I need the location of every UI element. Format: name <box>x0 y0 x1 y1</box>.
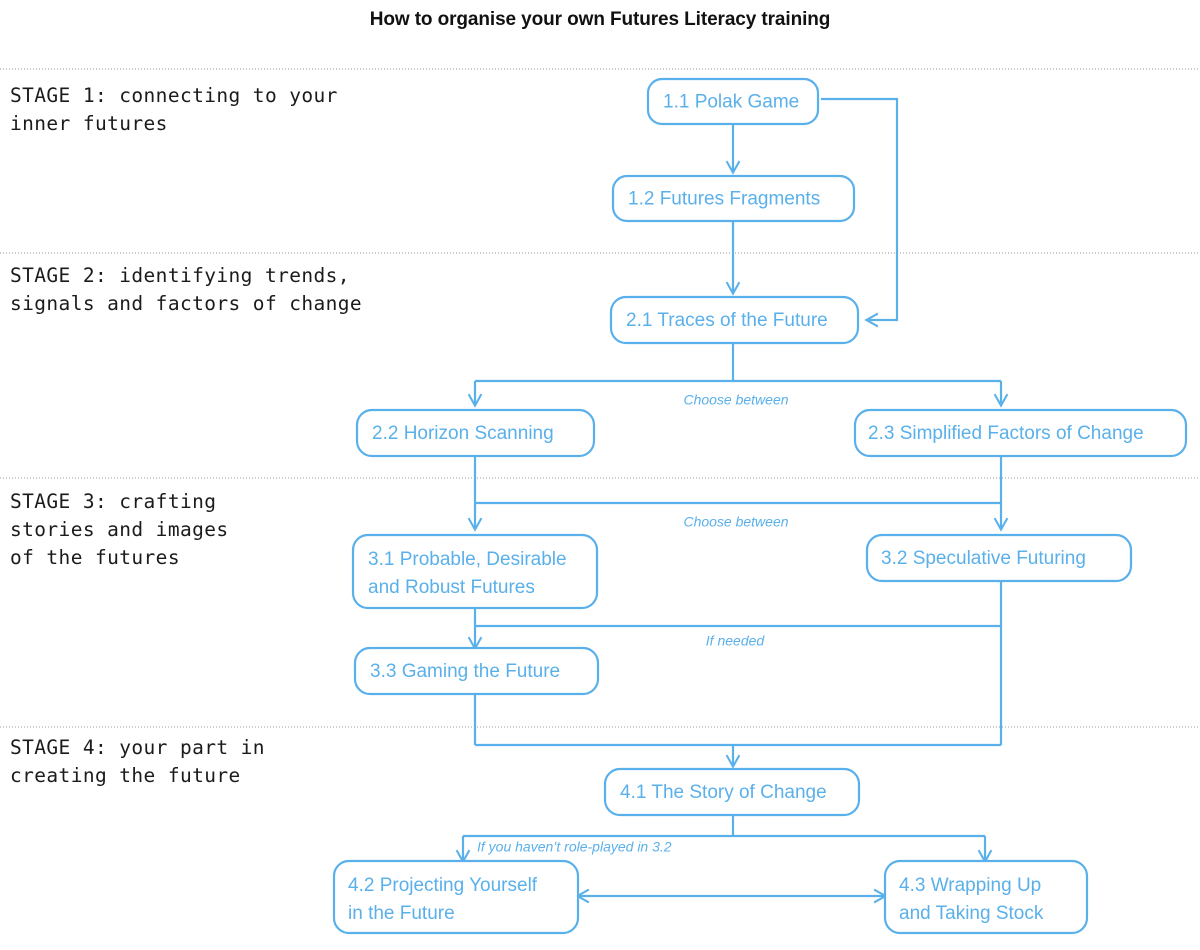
node-1-1-polak-game[interactable]: 1.1 Polak Game <box>646 77 820 126</box>
node-3-1-probable-desirable-robust-futures[interactable]: 3.1 Probable, Desirable and Robust Futur… <box>351 533 599 610</box>
node-1-2-futures-fragments[interactable]: 1.2 Futures Fragments <box>611 174 856 223</box>
edge-label-if-not-roleplayed: If you haven’t role-played in 3.2 <box>474 838 704 857</box>
node-box <box>609 295 860 345</box>
node-label-line-2: and Robust Futures <box>368 577 535 598</box>
label-text: If you haven’t role-played in 3.2 <box>477 839 672 855</box>
node-label: 2.3 Simplified Factors of Change <box>868 423 1144 444</box>
node-box <box>603 767 861 817</box>
node-box <box>611 174 856 223</box>
label-text: If needed <box>706 633 766 649</box>
page-title: How to organise your own Futures Literac… <box>369 9 831 30</box>
node-3-2-speculative-futuring[interactable]: 3.2 Speculative Futuring <box>865 533 1133 583</box>
edge-label-choose-between-stage3: Choose between <box>663 513 809 532</box>
stage-label-3: STAGE 3: crafting stories and images of … <box>10 490 229 569</box>
edge-label-choose-between-stage2: Choose between <box>663 391 809 410</box>
node-4-3-wrapping-up-and-taking-stock[interactable]: 4.3 Wrapping Up and Taking Stock <box>883 859 1089 935</box>
node-label: 3.2 Speculative Futuring <box>881 548 1086 569</box>
node-4-2-projecting-yourself-in-the-future[interactable]: 4.2 Projecting Yourself in the Future <box>332 859 580 935</box>
node-label: 2.1 Traces of the Future <box>626 310 828 331</box>
stage-label-4: STAGE 4: your part in creating the futur… <box>10 736 265 787</box>
label-backdrop <box>663 513 809 532</box>
node-box <box>332 859 580 935</box>
stage-label-2: STAGE 2: identifying trends, signals and… <box>10 264 363 315</box>
node-box <box>353 646 600 696</box>
node-label-line-1: 4.3 Wrapping Up <box>899 875 1041 896</box>
node-label: 4.1 The Story of Change <box>620 782 827 803</box>
node-label: 3.3 Gaming the Future <box>370 661 560 682</box>
node-label-line-2: and Taking Stock <box>899 903 1044 924</box>
label-backdrop <box>663 391 809 410</box>
node-box <box>351 533 599 610</box>
node-label-line-1: 3.1 Probable, Desirable <box>368 549 567 570</box>
node-label: 1.2 Futures Fragments <box>628 189 820 210</box>
stage-label-1: STAGE 1: connecting to your inner future… <box>10 84 338 135</box>
node-label: 1.1 Polak Game <box>663 92 799 113</box>
node-4-1-the-story-of-change[interactable]: 4.1 The Story of Change <box>603 767 861 817</box>
label-backdrop <box>690 632 780 651</box>
label-backdrop <box>474 838 704 857</box>
node-2-2-horizon-scanning[interactable]: 2.2 Horizon Scanning <box>355 408 596 458</box>
node-label-line-2: in the Future <box>348 903 455 924</box>
label-text: Choose between <box>683 392 788 408</box>
node-2-1-traces-of-the-future[interactable]: 2.1 Traces of the Future <box>609 295 860 345</box>
node-box <box>646 77 820 126</box>
node-label-line-1: 4.2 Projecting Yourself <box>348 875 538 896</box>
edge-label-if-needed: If needed <box>690 632 780 651</box>
edge-1-1-bypass-to-2-1 <box>821 97 899 328</box>
node-box <box>355 408 596 458</box>
node-box <box>865 533 1133 583</box>
node-box <box>853 408 1188 458</box>
node-3-3-gaming-the-future[interactable]: 3.3 Gaming the Future <box>353 646 600 696</box>
label-text: Choose between <box>683 514 788 530</box>
node-2-3-simplified-factors-of-change[interactable]: 2.3 Simplified Factors of Change <box>853 408 1188 458</box>
node-box <box>883 859 1089 935</box>
node-label: 2.2 Horizon Scanning <box>372 423 554 444</box>
